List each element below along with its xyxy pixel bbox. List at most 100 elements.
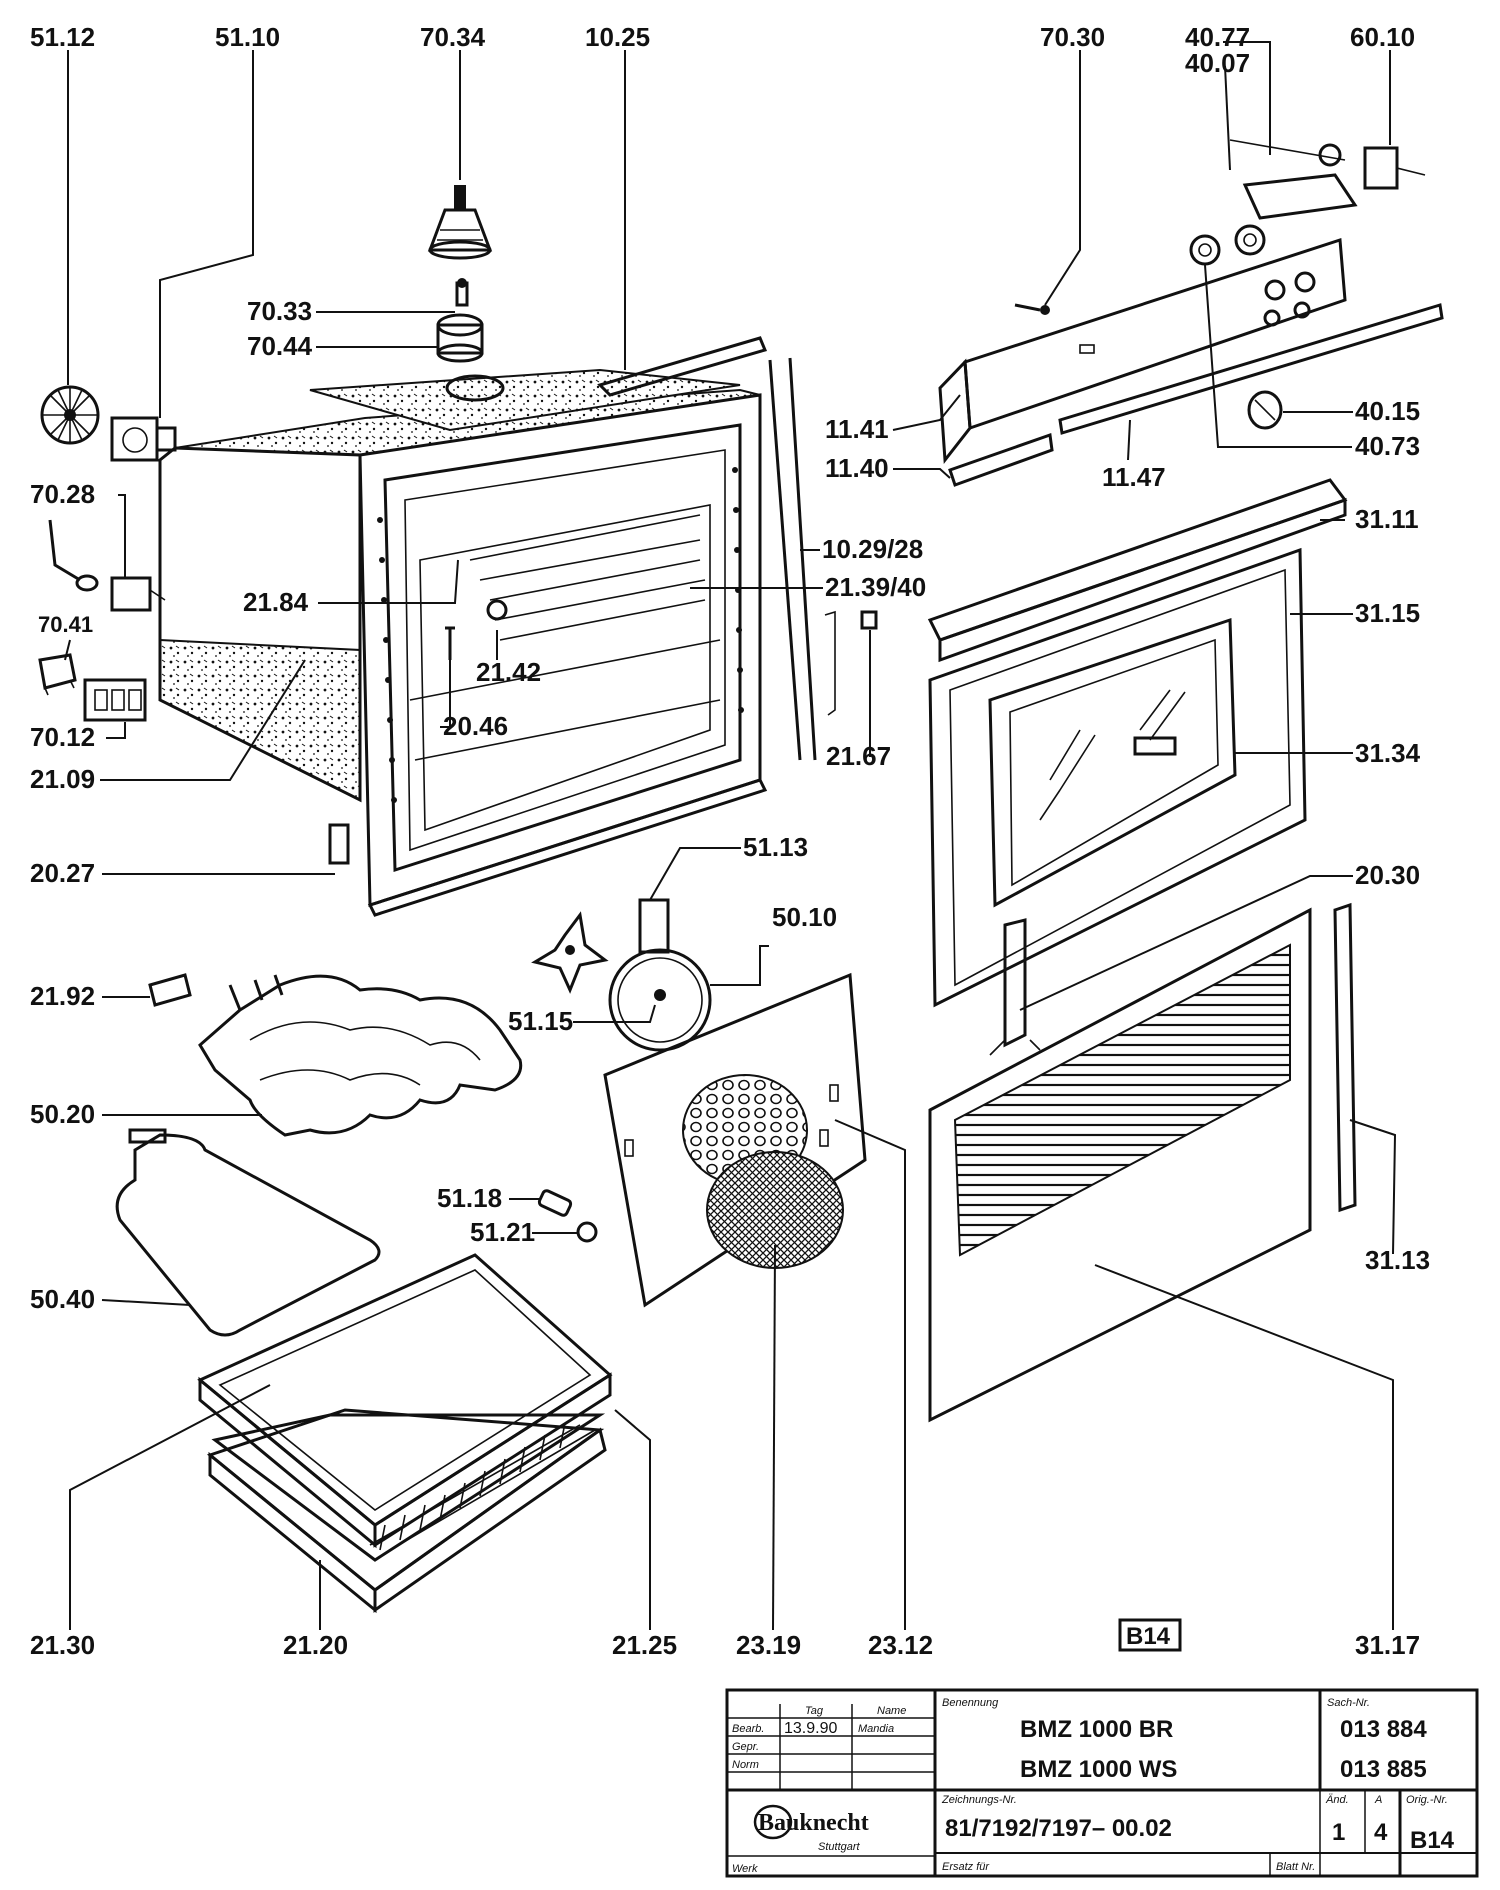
tb-model-1: BMZ 1000 BR [1020, 1716, 1173, 1743]
callout-label: 21.42 [476, 657, 541, 687]
tb-brand-city: Stuttgart [818, 1841, 861, 1853]
door-inner-frame [928, 547, 1307, 1008]
callout-label: 21.92 [30, 981, 95, 1011]
sheet-badge-text: B14 [1126, 1623, 1171, 1650]
leader-lines [64, 41, 1397, 1631]
side-bracket-icon [328, 823, 350, 865]
tb-orig-value: B14 [1410, 1827, 1455, 1854]
selector-dial-icon [1189, 224, 1266, 266]
callout-label: 51.21 [470, 1217, 535, 1247]
callout-label: 11.41 [825, 414, 889, 444]
parts-artwork [38, 139, 1444, 1614]
callout-label: 20.46 [443, 711, 508, 741]
tb-a-label: A [1374, 1794, 1382, 1806]
hinge-pin-icon [824, 610, 878, 716]
tb-blatt-label: Blatt Nr. [1276, 1861, 1315, 1873]
callout-label: 11.40 [825, 453, 889, 483]
callout-label: 31.11 [1355, 504, 1419, 534]
callout-label: 70.30 [1040, 22, 1105, 52]
grill-rack [211, 1413, 606, 1562]
callout-label: 51.12 [30, 22, 95, 52]
element-clip-icon [148, 973, 192, 1007]
callout-label: 70.12 [30, 722, 95, 752]
callout-label: 21.25 [612, 1630, 677, 1660]
callout-label: 21.09 [30, 764, 95, 794]
callout-label: 21.30 [30, 1630, 95, 1660]
knob-icon [427, 185, 493, 260]
callout-label: 40.07 [1185, 48, 1250, 78]
callout-label: 70.34 [420, 22, 486, 52]
tb-sach-1: 013 884 [1340, 1716, 1427, 1743]
control-knob-icon [1247, 390, 1283, 430]
tb-aend-value: 1 [1332, 1819, 1345, 1846]
terminal-block-icon [83, 678, 147, 722]
trim-strip [1058, 303, 1444, 435]
callout-label: 10.29/28 [822, 534, 923, 564]
tb-a-value: 4 [1374, 1819, 1388, 1846]
baking-tray [197, 1253, 613, 1549]
tb-orig-label: Orig.-Nr. [1406, 1794, 1448, 1806]
door-outer-panel [928, 907, 1312, 1423]
tb-werk-label: Werk [732, 1863, 758, 1875]
callout-label: 51.15 [508, 1006, 573, 1036]
bottom-heating-element [115, 1128, 381, 1337]
tb-sach-label: Sach-Nr. [1327, 1697, 1370, 1709]
convection-fan-icon [531, 911, 609, 994]
tb-aend-label: Änd. [1325, 1794, 1349, 1806]
tb-sach-2: 013 885 [1340, 1756, 1427, 1783]
switch-clip-icon [38, 653, 77, 696]
callout-label: 11.47 [1102, 462, 1166, 492]
tb-col-tag: Tag [805, 1705, 824, 1717]
fan-shroud-icon [608, 898, 712, 1052]
thermostat-switch-icon [48, 519, 166, 612]
callout-label: 23.12 [868, 1630, 933, 1660]
timer-assembly-icon [1229, 139, 1358, 220]
tb-model-2: BMZ 1000 WS [1020, 1756, 1177, 1783]
callout-label: 51.10 [215, 22, 280, 52]
fan-motor-icon [110, 416, 177, 462]
knob-holder-icon [436, 313, 484, 363]
drip-pan [206, 1408, 607, 1614]
callout-label: 21.20 [283, 1630, 348, 1660]
door-side-strip [1333, 902, 1357, 1213]
callout-label: 50.10 [772, 902, 837, 932]
tb-row-gepr: Gepr. [732, 1741, 759, 1753]
tb-bearb-date: 13.9.90 [784, 1720, 837, 1737]
lamp-holder-icon [445, 599, 508, 660]
callout-label: 60.10 [1350, 22, 1415, 52]
callout-label: 70.28 [30, 479, 95, 509]
tb-bearb-name: Mandia [858, 1723, 894, 1735]
tb-col-name: Name [877, 1705, 906, 1717]
callout-labels: 51.12 51.10 70.34 10.25 70.30 40.77 40.0… [30, 22, 1430, 1660]
tb-row-bearb: Bearb. [732, 1723, 764, 1735]
callout-label: 20.27 [30, 858, 95, 888]
callout-label: 31.17 [1355, 1630, 1420, 1660]
title-block: Tag Name Bearb. Gepr. Norm 13.9.90 Mandi… [725, 1688, 1479, 1878]
callout-label: 23.19 [736, 1630, 801, 1660]
tb-drawing-no: 81/7192/7197– 00.02 [945, 1815, 1172, 1842]
callout-label: 31.34 [1355, 738, 1421, 768]
pin-icon [455, 278, 469, 307]
callout-label: 21.84 [243, 587, 309, 617]
callout-label: 20.30 [1355, 860, 1420, 890]
callout-label: 40.73 [1355, 431, 1420, 461]
tb-brand: Bauknecht [758, 1810, 869, 1836]
sheet-badge: B14 [1118, 1618, 1182, 1652]
back-panel [603, 972, 867, 1308]
tb-row-norm: Norm [732, 1759, 759, 1771]
oven-cavity [158, 336, 817, 917]
callout-label: 70.33 [247, 296, 312, 326]
callout-label: 40.15 [1355, 396, 1420, 426]
callout-label: 70.44 [247, 331, 313, 361]
callout-label: 70.41 [38, 612, 93, 637]
callout-label: 50.20 [30, 1099, 95, 1129]
fan-wheel-icon [40, 385, 100, 445]
callout-label: 51.13 [743, 832, 808, 862]
callout-label: 31.15 [1355, 598, 1420, 628]
indicator-lamp-icon [1014, 303, 1050, 315]
tb-ersatz-label: Ersatz für [942, 1861, 990, 1873]
control-panel [938, 237, 1347, 487]
timer-switch-icon [1363, 146, 1426, 190]
door-top-trim [927, 478, 1348, 663]
